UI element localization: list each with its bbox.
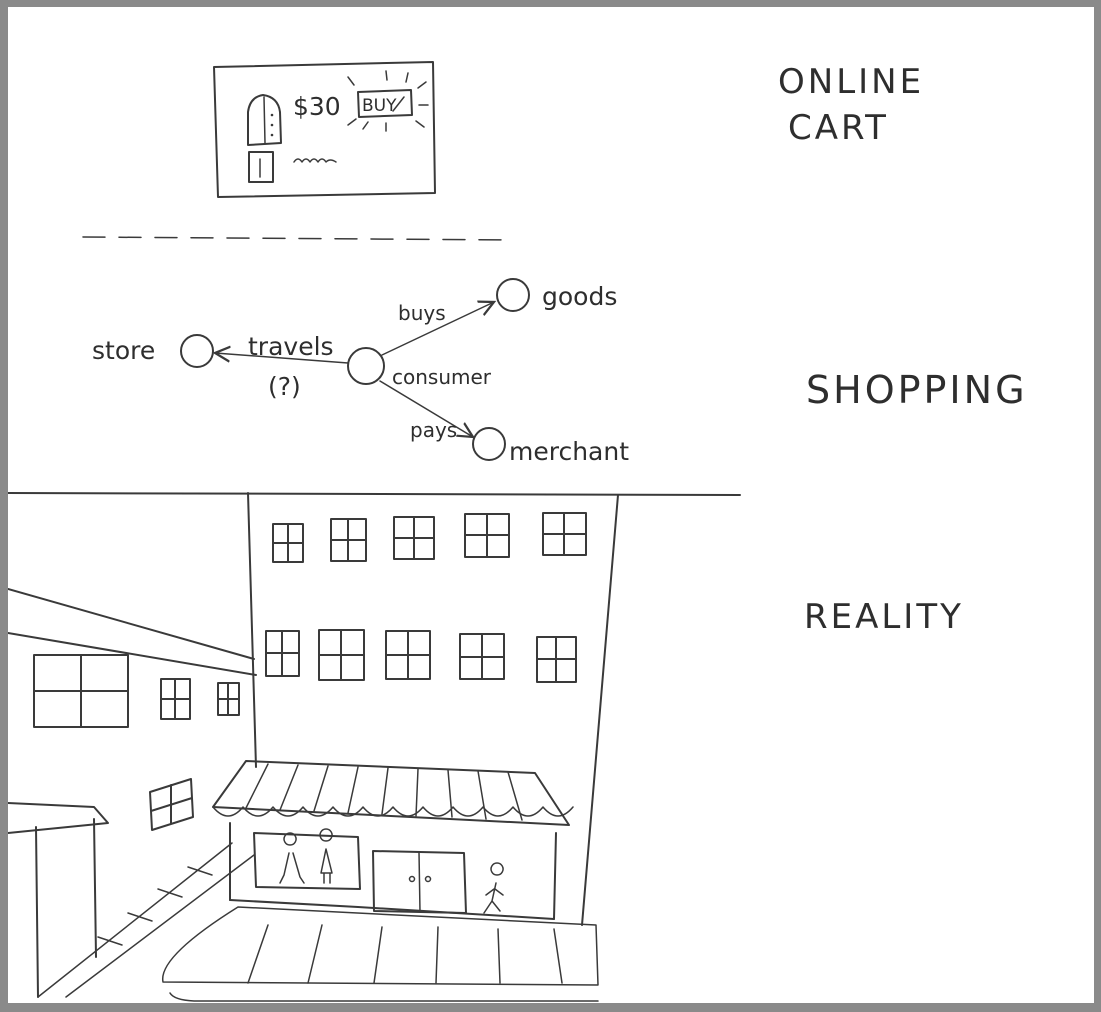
layer-label-cart: CART — [788, 108, 889, 148]
tall-building-windows — [266, 513, 586, 682]
buy-button[interactable]: BUY — [358, 90, 412, 117]
node-label-store: store — [92, 336, 155, 365]
plaza-curb — [170, 993, 598, 1001]
scribble-text — [294, 159, 336, 162]
plaza-seams — [248, 925, 562, 983]
reality-divider — [8, 493, 740, 495]
node-label-goods: goods — [542, 282, 617, 311]
edge-label-buys: buys — [398, 301, 446, 325]
buy-button-label: BUY — [362, 96, 397, 116]
shed-wall-right — [94, 819, 96, 957]
mannequin-icon — [320, 829, 332, 883]
mannequin-icon — [280, 833, 304, 883]
node-goods — [497, 279, 529, 311]
store-front — [230, 823, 556, 919]
sketch-sheet: $30 BUY ONLINE CART — [8, 7, 1094, 1003]
person-icon — [484, 863, 503, 913]
node-merchant — [473, 428, 505, 460]
cart-price: $30 — [293, 92, 341, 121]
shopping-graph: store consumer goods merchant travels (?… — [92, 279, 629, 466]
street-scene — [8, 493, 618, 1001]
coat-icon — [248, 95, 281, 145]
shed-wall — [36, 827, 38, 997]
edge-label-travels-note: (?) — [268, 372, 301, 401]
tall-building-right-edge — [582, 495, 618, 925]
quantity-box — [249, 152, 273, 182]
sidewalk-edge — [38, 843, 232, 997]
left-building-windows — [34, 655, 239, 830]
layer-label-reality: REALITY — [804, 597, 964, 637]
layer-label-shopping: SHOPPING — [806, 368, 1028, 412]
store-awning — [213, 761, 573, 825]
node-label-merchant: merchant — [509, 437, 629, 466]
edge-label-pays: pays — [410, 418, 457, 442]
edge-label-travels: travels — [248, 332, 334, 361]
node-label-consumer: consumer — [392, 365, 492, 389]
layer-divider — [83, 237, 513, 240]
tall-building-left-edge — [248, 493, 256, 767]
sidewalk-seams — [98, 867, 212, 945]
left-building-roofline — [8, 589, 254, 659]
store-plaza — [163, 907, 598, 985]
node-store — [181, 335, 213, 367]
shed-roof — [8, 803, 108, 833]
online-cart-panel: $30 BUY — [214, 62, 435, 197]
layer-label-online: ONLINE — [778, 62, 924, 102]
node-consumer — [348, 348, 384, 384]
sketch-drawing: $30 BUY ONLINE CART — [8, 7, 1094, 1003]
